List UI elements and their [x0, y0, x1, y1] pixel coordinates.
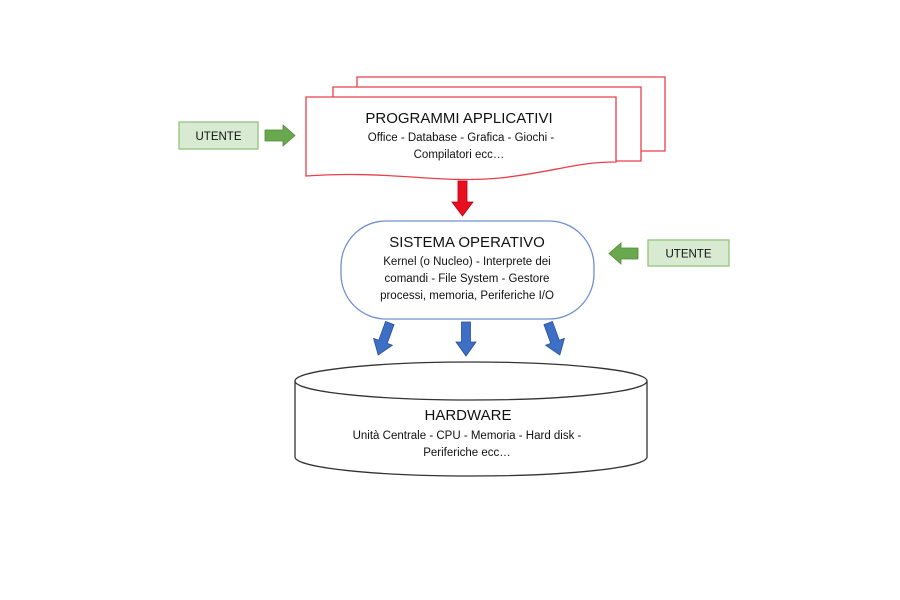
applications-line2: Compilatori ecc…	[414, 149, 505, 161]
hardware-line1: Unità Centrale - CPU - Memoria - Hard di…	[353, 430, 582, 442]
user-box-left	[178, 121, 259, 150]
user-left: UTENTE	[178, 121, 296, 150]
green-right-arrow-icon	[264, 124, 296, 147]
applications-line1: Office - Database - Grafica - Giochi -	[368, 132, 555, 144]
blue-down-arrow-icon	[372, 320, 395, 356]
operating-system-shape	[340, 220, 595, 320]
hardware-cylinder: HARDWARE Unità Centrale - CPU - Memoria …	[294, 361, 648, 477]
red-down-arrow-icon	[451, 180, 474, 217]
user-label-right: UTENTE	[666, 249, 712, 261]
blue-down-arrow-icon	[455, 321, 477, 357]
operating-system-line3: processi, memoria, Periferiche I/O	[380, 290, 554, 302]
applications-stack: PROGRAMMI APPLICATIVI Office - Database …	[305, 76, 666, 181]
operating-system-box: SISTEMA OPERATIVO Kernel (o Nucleo) - In…	[340, 220, 595, 320]
hardware-line2: Periferiche ecc…	[423, 447, 511, 459]
hardware-cylinder-top	[294, 361, 648, 401]
hardware-cylinder-body	[294, 381, 648, 477]
user-right: UTENTE	[608, 239, 730, 267]
user-label-left: UTENTE	[196, 131, 242, 143]
applications-page-front	[305, 96, 617, 181]
operating-system-title: SISTEMA OPERATIVO	[389, 234, 545, 251]
green-left-arrow-icon	[608, 242, 639, 265]
operating-system-line2: comandi - File System - Gestore	[385, 273, 550, 285]
blue-down-arrow-icon	[543, 320, 566, 356]
user-box-right	[647, 239, 730, 267]
operating-system-line1: Kernel (o Nucleo) - Interprete dei	[383, 256, 550, 268]
hardware-title: HARDWARE	[425, 407, 512, 424]
applications-title: PROGRAMMI APPLICATIVI	[365, 110, 552, 127]
blue-arrows	[372, 320, 566, 357]
